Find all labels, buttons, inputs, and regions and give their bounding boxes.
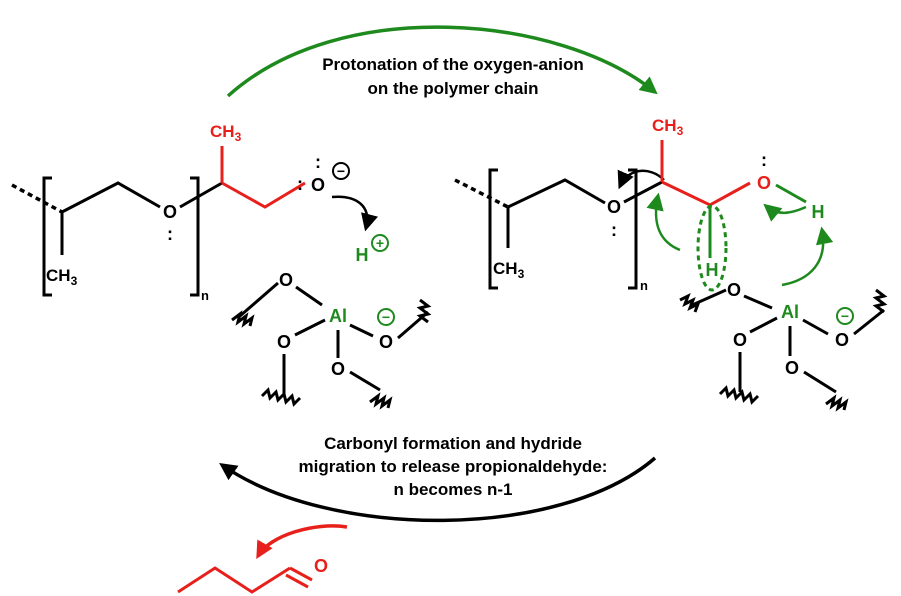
curved-arrow-icon [331, 195, 378, 232]
lone-pair: : [297, 174, 303, 194]
red-methyl-label: CH3 [652, 116, 684, 138]
hydride-label: H [706, 260, 719, 280]
hydride-highlight-ellipse [696, 204, 728, 292]
lone-pair: : [315, 152, 321, 172]
lone-pair: : [761, 150, 767, 170]
bottom-caption-line3: n becomes n-1 [393, 480, 512, 499]
minus-charge-icon [332, 162, 350, 180]
oxygen-label: O [331, 359, 345, 379]
aluminum-label: Al [781, 302, 799, 322]
left-polymer-structure: n O : CH3 CH3 O : : − H + [11, 122, 389, 303]
wavy-bond-icon [231, 310, 255, 328]
aluminum-label: Al [329, 306, 347, 326]
minus-sign: − [337, 163, 345, 179]
proton-label: H [356, 245, 369, 265]
propionaldehyde-molecule: O [177, 556, 328, 594]
plus-sign: + [376, 235, 384, 251]
methyl-label: CH3 [493, 259, 525, 281]
red-methyl-label: CH3 [210, 122, 242, 144]
oxygen-label: O [163, 202, 177, 222]
lone-pair: : [611, 220, 617, 240]
wavy-bond-icon [718, 385, 760, 405]
oxygen-label: O [733, 330, 747, 350]
left-alumina-surface: O Al O − O O [231, 270, 432, 410]
oxygen-label: O [607, 197, 621, 217]
oxygen-label: O [279, 270, 293, 290]
curved-arrow-icon [256, 524, 348, 560]
minus-charge-icon [836, 307, 854, 325]
subscript-n: n [201, 288, 209, 303]
curved-arrow-icon [763, 203, 807, 222]
lone-pair: : [167, 224, 173, 244]
top-caption-line1: Protonation of the oxygen-anion [322, 55, 584, 74]
right-bracket [190, 176, 200, 297]
left-bracket [42, 176, 52, 297]
bottom-caption-line2: migration to release propionaldehyde: [299, 457, 608, 476]
oxygen-label: O [835, 330, 849, 350]
curved-arrow-icon [617, 169, 665, 190]
wavy-bond-icon [416, 298, 432, 324]
hydrogen-label: H [812, 202, 825, 222]
wavy-bond-icon [369, 392, 393, 410]
minus-sign: − [382, 309, 390, 325]
right-alumina-surface: O Al O − O O [679, 280, 888, 412]
oxygen-label: O [277, 332, 291, 352]
minus-sign: − [841, 308, 849, 324]
methyl-label: CH3 [46, 266, 78, 288]
curved-arrow-icon [781, 226, 834, 287]
wavy-bond-icon [825, 394, 849, 412]
curved-arrow-icon [646, 192, 681, 252]
subscript-n: n [640, 278, 648, 293]
left-bracket [488, 168, 498, 290]
oxygen-label: O [727, 280, 741, 300]
right-bracket [628, 168, 638, 290]
oxygen-anion-label: O [311, 175, 325, 195]
right-polymer-structure: n CH3 O : CH3 O : H H [454, 116, 834, 293]
wavy-bond-icon [872, 288, 888, 314]
wavy-bond-icon [260, 387, 302, 407]
minus-charge-icon [377, 308, 395, 326]
oxygen-label: O [757, 173, 771, 193]
curved-arrow-right-icon [226, 25, 658, 98]
plus-charge-icon [371, 234, 389, 252]
bottom-caption-line1: Carbonyl formation and hydride [324, 434, 582, 453]
oxygen-label: O [379, 332, 393, 352]
carbonyl-oxygen-label: O [314, 556, 328, 576]
top-caption-line2: on the polymer chain [368, 79, 539, 98]
curved-arrow-left-icon [219, 456, 657, 523]
oxygen-label: O [785, 358, 799, 378]
